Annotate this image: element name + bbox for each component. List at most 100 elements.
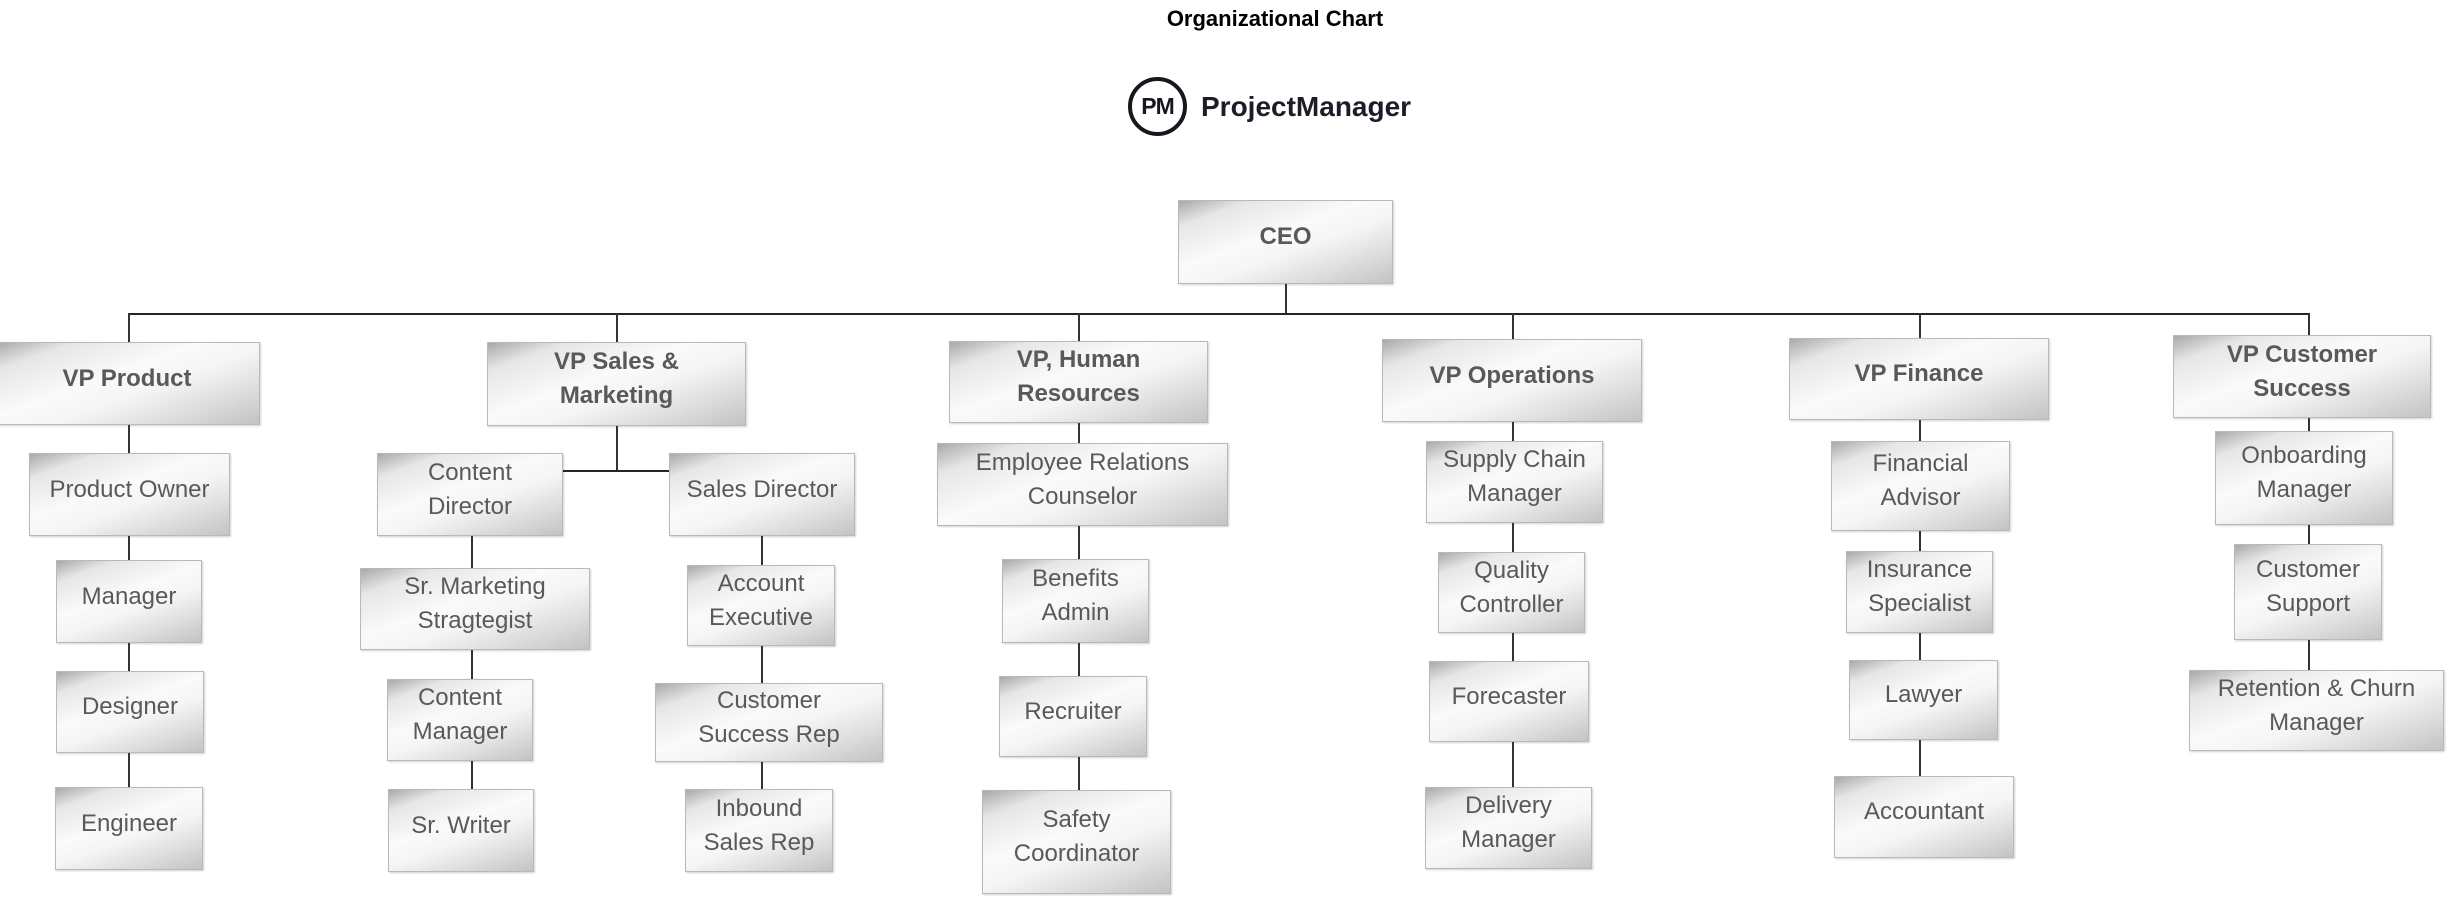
- node-label: Engineer: [80, 809, 178, 837]
- connector-line: [1285, 284, 1287, 313]
- node-label: Quality Controller: [1459, 556, 1564, 618]
- node-label: Customer Success Rep: [698, 686, 840, 748]
- org-node-vp-human-resources: VP, Human Resources: [949, 341, 1208, 423]
- org-node-vp-finance: VP Finance: [1789, 338, 2049, 420]
- connector-line: [1512, 422, 1514, 441]
- connector-line: [1512, 633, 1514, 661]
- node-label: Accountant: [1863, 798, 1985, 825]
- connector-line: [471, 650, 473, 679]
- node-label: Content Director: [427, 458, 513, 520]
- node-label: Onboarding Manager: [2241, 442, 2367, 503]
- node-label: Employee Relations Counselor: [975, 448, 1190, 510]
- connector-line: [761, 762, 763, 789]
- connector-line: [2308, 640, 2310, 670]
- org-node-sr-writer: Sr. Writer: [388, 789, 534, 872]
- node-label: Delivery Manager: [1461, 792, 1556, 853]
- org-node-recruiter: Recruiter: [999, 676, 1147, 757]
- org-node-vp-customer-success: VP Customer Success: [2173, 335, 2431, 418]
- node-label: Content Manager: [412, 684, 508, 745]
- connector-line: [2308, 313, 2310, 335]
- node-label: Manager: [81, 582, 177, 610]
- org-node-customer-success-rep: Customer Success Rep: [655, 683, 883, 762]
- node-label: VP Product: [62, 364, 192, 392]
- org-node-forecaster: Forecaster: [1429, 661, 1589, 742]
- node-label: Customer Support: [2255, 556, 2361, 617]
- brand-logo: PM ProjectManager: [1128, 77, 1411, 136]
- node-label: Safety Coordinator: [1013, 806, 1140, 867]
- org-node-account-executive: Account Executive: [687, 565, 835, 646]
- connector-line: [1919, 531, 1921, 551]
- connector-line: [1512, 523, 1514, 552]
- connector-line: [616, 426, 618, 470]
- node-label: Account Executive: [708, 569, 814, 631]
- org-node-delivery-manager: Delivery Manager: [1425, 787, 1592, 869]
- org-node-engineer: Engineer: [55, 787, 203, 870]
- org-node-customer-support: Customer Support: [2234, 544, 2382, 640]
- org-node-onboarding-manager: Onboarding Manager: [2215, 431, 2393, 525]
- connector-line: [1078, 313, 1080, 341]
- node-label: Benefits Admin: [1032, 565, 1119, 626]
- brand-name: ProjectManager: [1201, 90, 1412, 122]
- node-label: Retention & Churn Manager: [2217, 674, 2416, 736]
- node-label: Forecaster: [1451, 682, 1567, 710]
- connector-line: [1078, 423, 1080, 443]
- connector-line: [2308, 418, 2310, 431]
- connector-line: [1919, 633, 1921, 660]
- org-node-sr-marketing-strategist: Sr. Marketing Stragtegist: [360, 568, 590, 650]
- connector-line: [1919, 313, 1921, 338]
- node-label: Lawyer: [1884, 681, 1963, 708]
- node-label: Designer: [81, 693, 179, 720]
- node-label: Inbound Sales Rep: [703, 794, 815, 856]
- connector-line: [1512, 313, 1514, 339]
- org-node-content-director: Content Director: [377, 453, 563, 536]
- node-label: VP Sales & Marketing: [554, 348, 679, 409]
- connector-line: [1919, 740, 1921, 776]
- org-node-employee-relations-counselor: Employee Relations Counselor: [937, 443, 1228, 526]
- org-node-insurance-specialist: Insurance Specialist: [1846, 551, 1993, 633]
- node-label: VP Customer Success: [2226, 340, 2378, 402]
- connector-line: [563, 470, 669, 472]
- org-node-safety-coordinator: Safety Coordinator: [982, 790, 1171, 894]
- node-label: Sr. Writer: [411, 811, 511, 839]
- org-node-retention-churn-manager: Retention & Churn Manager: [2189, 670, 2444, 751]
- org-node-vp-sales-marketing: VP Sales & Marketing: [487, 342, 746, 426]
- node-label: Product Owner: [49, 475, 210, 503]
- org-node-benefits-admin: Benefits Admin: [1002, 559, 1149, 643]
- node-label: Supply Chain Manager: [1443, 446, 1586, 507]
- node-label: VP Operations: [1429, 361, 1595, 389]
- org-node-quality-controller: Quality Controller: [1438, 552, 1585, 633]
- connector-line: [128, 643, 130, 671]
- connector-line: [1919, 420, 1921, 441]
- connector-line: [471, 536, 473, 568]
- connector-line: [128, 425, 130, 453]
- org-node-designer: Designer: [56, 671, 204, 753]
- connector-line: [471, 761, 473, 789]
- org-node-product-owner: Product Owner: [29, 453, 230, 536]
- connector-line: [128, 313, 2308, 315]
- org-node-supply-chain-manager: Supply Chain Manager: [1426, 441, 1603, 523]
- connector-line: [128, 536, 130, 560]
- node-label: CEO: [1259, 223, 1312, 250]
- connector-line: [1078, 757, 1080, 790]
- connector-line: [128, 753, 130, 787]
- connector-line: [761, 646, 763, 683]
- connector-line: [616, 313, 618, 342]
- connector-line: [1078, 643, 1080, 676]
- org-node-vp-product: VP Product: [0, 342, 260, 425]
- node-label: Insurance Specialist: [1866, 556, 1973, 617]
- org-node-lawyer: Lawyer: [1849, 660, 1998, 740]
- org-node-manager: Manager: [56, 560, 202, 643]
- org-node-sales-director: Sales Director: [669, 453, 855, 536]
- node-label: VP, Human Resources: [1016, 346, 1141, 407]
- node-label: Financial Advisor: [1872, 450, 1969, 511]
- node-label: Recruiter: [1024, 697, 1122, 725]
- connector-line: [2308, 525, 2310, 544]
- connector-line: [761, 536, 763, 565]
- connector-line: [1512, 742, 1514, 787]
- org-node-accountant: Accountant: [1834, 776, 2014, 858]
- org-node-vp-operations: VP Operations: [1382, 339, 1642, 422]
- node-label: VP Finance: [1854, 360, 1984, 387]
- org-node-financial-advisor: Financial Advisor: [1831, 441, 2010, 531]
- node-label: Sr. Marketing Stragtegist: [404, 573, 546, 634]
